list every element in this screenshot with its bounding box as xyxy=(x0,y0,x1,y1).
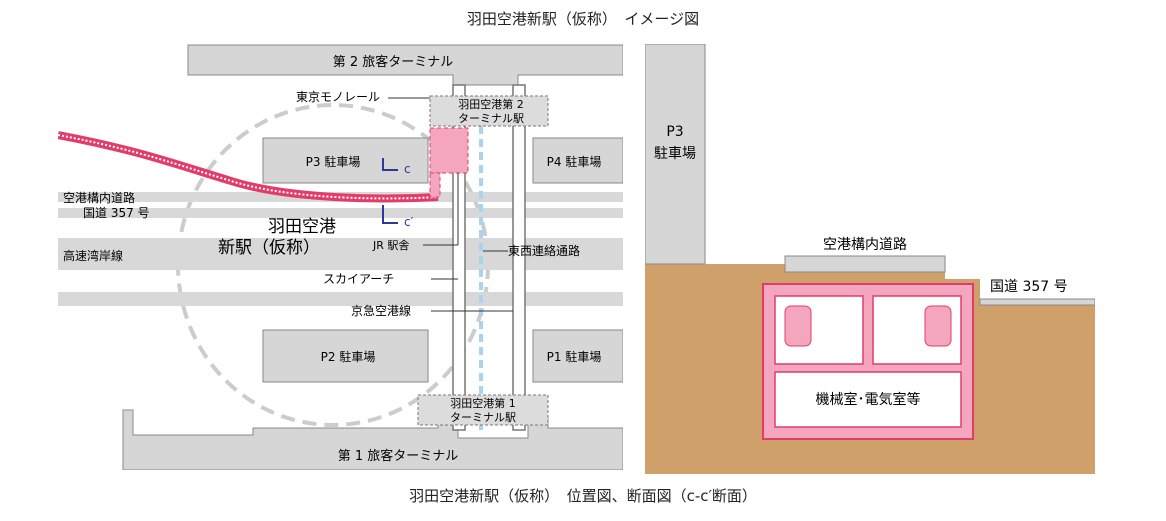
diagram-title: 羽田空港新駅（仮称） イメージ図 xyxy=(466,10,700,28)
east-west-label: 東西連絡通路 xyxy=(508,243,580,258)
cut-arrow-c2 xyxy=(382,205,398,224)
jr-concourse-label: JR 駅舎 xyxy=(372,239,409,252)
road-band-lower xyxy=(58,208,623,218)
p3-building xyxy=(645,44,706,265)
cut-label-c2: c′ xyxy=(404,215,414,229)
road-band-3 xyxy=(58,292,623,306)
p2-parking xyxy=(262,329,429,383)
diagram-caption: 羽田空港新駅（仮称） 位置図、断面図（c-c′断面） xyxy=(409,487,757,505)
expressway-band xyxy=(58,238,623,270)
new-station-label-1: 羽田空港 xyxy=(268,217,336,237)
machine-room xyxy=(774,371,962,428)
section-route-label: 国道 357 号 xyxy=(990,279,1068,295)
p3-parking xyxy=(262,137,429,184)
section-p3-label-1: P3 xyxy=(666,124,683,140)
train-left xyxy=(784,305,812,347)
expressway-label: 高速湾岸線 xyxy=(63,248,123,263)
keikyu-label: 京急空港線 xyxy=(351,303,411,318)
airport-road-deck xyxy=(784,255,946,273)
location-map: 第 2 旅客ターミナル 第 1 旅客ターミナル P3 駐車場 P4 駐車場 P2… xyxy=(58,44,623,470)
p3-label: P3 駐車場 xyxy=(306,154,361,169)
cut-arrow-c xyxy=(382,158,398,171)
road-label-2: 国道 357 号 xyxy=(83,206,150,220)
t2-station-label-2: ターミナル駅 xyxy=(458,112,524,125)
road-label-1: 空港構内道路 xyxy=(63,190,135,205)
t2-station-label-1: 羽田空港第 2 xyxy=(458,97,524,111)
terminal1-label: 第 1 旅客ターミナル xyxy=(338,448,459,464)
p1-parking xyxy=(532,329,623,383)
new-station-label-2: 新駅（仮称） xyxy=(218,238,320,258)
p2-label: P2 駐車場 xyxy=(321,349,376,364)
t2-station-box xyxy=(429,95,549,127)
keikyu-track xyxy=(512,84,526,431)
section-p3-label-2: 駐車場 xyxy=(654,145,696,162)
jr-concourse-box xyxy=(429,127,469,174)
p1-label: P1 駐車場 xyxy=(547,349,602,364)
skyarch-label: スカイアーチ xyxy=(323,272,394,286)
cut-label-c: c xyxy=(404,162,411,176)
section-road-label: 空港構内道路 xyxy=(823,237,907,253)
machine-room-label: 機械室･電気室等 xyxy=(816,391,921,408)
p4-parking xyxy=(532,137,623,184)
t1-station-label-1: 羽田空港第 1 xyxy=(450,396,516,410)
monorail-label: 東京モノレール xyxy=(296,90,380,104)
terminal2-label: 第 2 旅客ターミナル xyxy=(333,54,454,70)
t1-station-box xyxy=(417,394,549,426)
cross-section: P3 駐車場 空港構内道路 国道 357 号 機械室･電気室等 xyxy=(645,44,1095,474)
train-right xyxy=(924,305,952,347)
p4-label: P4 駐車場 xyxy=(547,154,602,169)
t1-station-label-2: ターミナル駅 xyxy=(450,411,516,424)
